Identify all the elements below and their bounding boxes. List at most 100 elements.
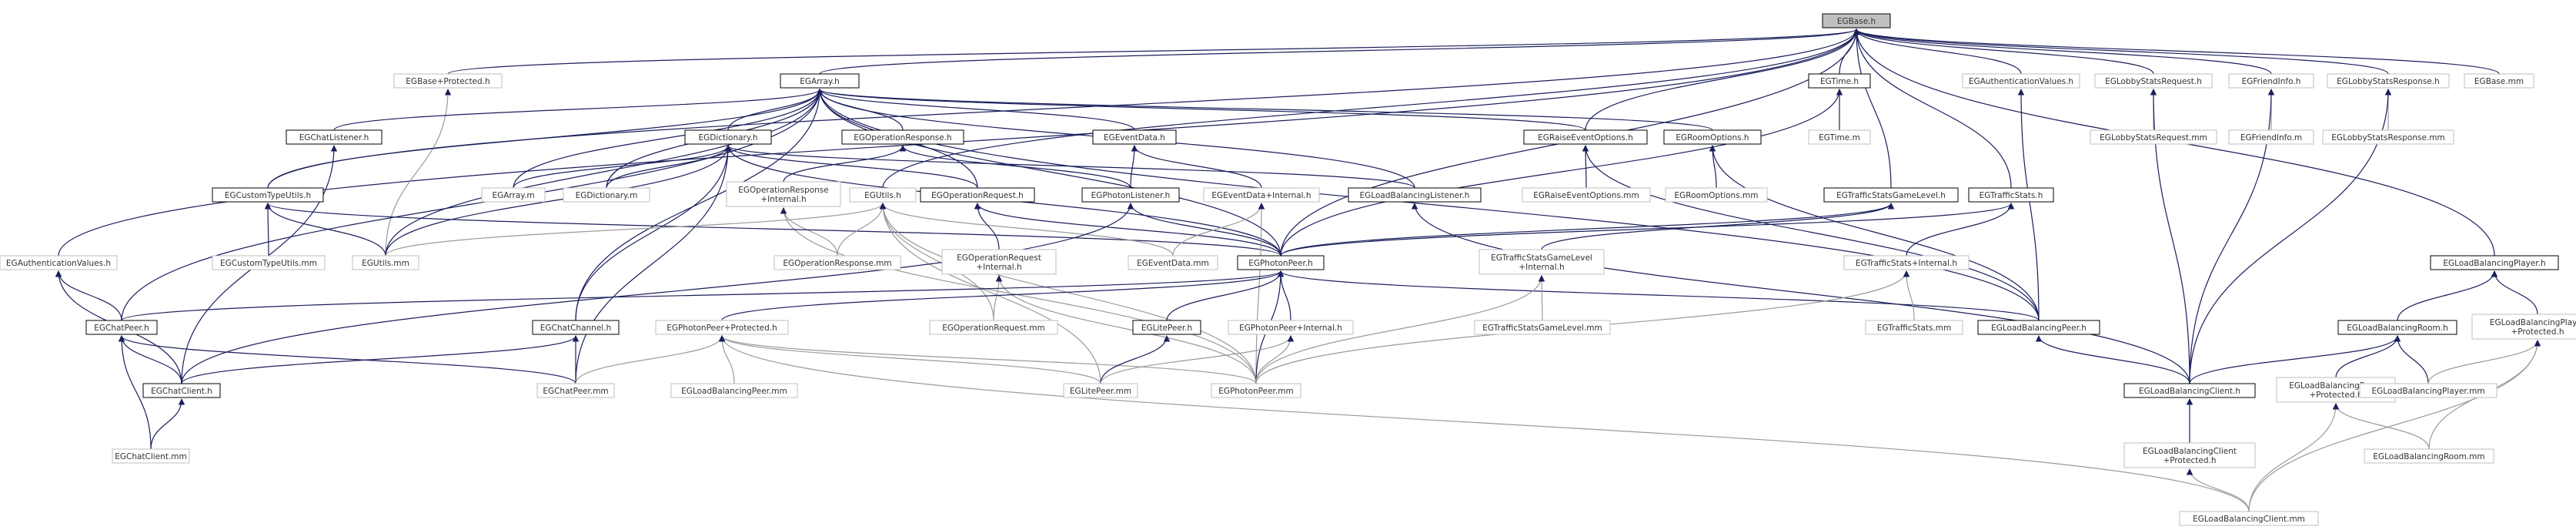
include-edge <box>1166 270 1285 321</box>
node-egoperationrequest-h[interactable]: EGOperationRequest.h <box>920 187 1035 203</box>
node-egeventdata-h[interactable]: EGEventData.h <box>1092 129 1177 145</box>
node-egutils-mm[interactable]: EGUtils.mm <box>352 255 419 270</box>
include-edge <box>2186 468 2250 512</box>
include-edge <box>725 145 1415 189</box>
node-egloadbalancingplayer-protected-h[interactable]: EGLoadBalancingPlayer+Protected.h <box>2471 314 2576 340</box>
node-egdictionary-m[interactable]: EGDictionary.m <box>563 187 650 203</box>
node-egloadbalancingpeer-mm[interactable]: EGLoadBalancingPeer.mm <box>670 383 798 398</box>
node-egarray-m[interactable]: EGArray.m <box>481 187 546 203</box>
node-egloadbalancingclient-h[interactable]: EGLoadBalancingClient.h <box>2123 383 2256 398</box>
node-label: EGLoadBalancingPeer.mm <box>681 387 787 396</box>
node-egtime-m[interactable]: EGTime.m <box>1808 129 1871 145</box>
node-egtrafficstats-mm[interactable]: EGTrafficStats.mm <box>1865 320 1963 335</box>
node-egeventdata-internal-h[interactable]: EGEventData+Internal.h <box>1203 187 1320 203</box>
node-label: EGTrafficStats.h <box>1980 191 2043 200</box>
node-egauthenticationvalues-h[interactable]: EGAuthenticationValues.h <box>1962 73 2080 89</box>
node-box <box>1808 129 1871 145</box>
node-egfriendinfo-m[interactable]: EGFriendInfo.m <box>2228 129 2314 145</box>
node-label: +Internal.h <box>760 195 806 204</box>
node-egtrafficstats-h[interactable]: EGTrafficStats.h <box>1968 187 2054 203</box>
node-egtrafficstats-internal-h[interactable]: EGTrafficStats+Internal.h <box>1843 255 1970 270</box>
include-edge <box>2397 270 2498 321</box>
node-egphotonpeer-protected-h[interactable]: EGPhotonPeer+Protected.h <box>655 320 789 335</box>
node-egraiseeventoptions-h[interactable]: EGRaiseEventOptions.h <box>1523 129 1648 145</box>
include-edge <box>264 203 386 257</box>
node-egchatclient-mm[interactable]: EGChatClient.mm <box>112 448 190 464</box>
node-egphotonpeer-mm[interactable]: EGPhotonPeer.mm <box>1211 383 1301 398</box>
node-egtrafficstatsgamelevel-internal-h[interactable]: EGTrafficStatsGameLevel+Internal.h <box>1478 249 1605 275</box>
node-label: EGLoadBalancingRoom.h <box>2347 324 2448 333</box>
node-label: EGChatClient.h <box>151 387 212 396</box>
node-egloadbalancingplayer-h[interactable]: EGLoadBalancingPlayer.h <box>2430 255 2559 270</box>
node-egoperationrequest-internal-h[interactable]: EGOperationRequest+Internal.h <box>941 249 1057 275</box>
node-egloadbalancingclient-protected-h[interactable]: EGLoadBalancingClient+Protected.h <box>2123 442 2256 468</box>
node-egroomoptions-h[interactable]: EGRoomOptions.h <box>1663 129 1762 145</box>
node-egoperationresponse-internal-h[interactable]: EGOperationResponse+Internal.h <box>726 181 841 207</box>
node-egchatchannel-h[interactable]: EGChatChannel.h <box>532 320 620 335</box>
node-label: EGFriendInfo.m <box>2240 133 2302 143</box>
node-egeventdata-mm[interactable]: EGEventData.mm <box>1128 255 1218 270</box>
node-egchatclient-h[interactable]: EGChatClient.h <box>142 383 221 398</box>
include-edge <box>118 335 576 384</box>
node-egloadbalancingroom-h[interactable]: EGLoadBalancingRoom.h <box>2337 320 2457 335</box>
node-eglobbystatsrequest-mm[interactable]: EGLobbyStatsRequest.mm <box>2090 129 2217 145</box>
node-egloadbalancingpeer-h[interactable]: EGLoadBalancingPeer.h <box>1977 320 2100 335</box>
node-box <box>1128 255 1218 270</box>
node-egutils-h[interactable]: EGUtils.h <box>849 187 917 203</box>
node-eglobbystatsrequest-h[interactable]: EGLobbyStatsRequest.h <box>2094 73 2213 89</box>
node-box <box>2471 314 2576 340</box>
node-egarray-h[interactable]: EGArray.h <box>780 73 860 89</box>
node-box <box>773 255 901 270</box>
node-egcustomtypeutils-h[interactable]: EGCustomTypeUtils.h <box>212 187 324 203</box>
node-box <box>532 320 620 335</box>
node-egphotonlistener-h[interactable]: EGPhotonListener.h <box>1081 187 1180 203</box>
node-label: EGLoadBalancingListener.h <box>1360 191 1470 200</box>
include-edge <box>1853 29 2272 75</box>
node-eglobbystatsresponse-mm[interactable]: EGLobbyStatsResponse.mm <box>2322 129 2454 145</box>
node-label: EGLobbyStatsResponse.mm <box>2331 133 2444 143</box>
node-egtrafficstatsgamelevel-h[interactable]: EGTrafficStatsGameLevel.h <box>1823 187 1959 203</box>
node-box <box>1237 255 1325 270</box>
node-egoperationrequest-mm[interactable]: EGOperationRequest.mm <box>929 320 1058 335</box>
node-egcustomtypeutils-mm[interactable]: EGCustomTypeUtils.mm <box>212 255 326 270</box>
node-egdictionary-h[interactable]: EGDictionary.h <box>684 129 772 145</box>
node-box <box>2327 73 2450 89</box>
node-eglitepeer-mm[interactable]: EGLitePeer.mm <box>1063 383 1138 398</box>
node-label: EGBase.mm <box>2474 77 2524 86</box>
node-eglitepeer-h[interactable]: EGLitePeer.h <box>1132 320 1201 335</box>
node-egloadbalancingroom-mm[interactable]: EGLoadBalancingRoom.mm <box>2364 448 2494 464</box>
node-label: EGLitePeer.mm <box>1070 387 1131 396</box>
node-eglobbystatsresponse-h[interactable]: EGLobbyStatsResponse.h <box>2327 73 2450 89</box>
include-edge <box>513 89 824 189</box>
node-egchatpeer-h[interactable]: EGChatPeer.h <box>85 320 158 335</box>
node-egbase-protected-h[interactable]: EGBase+Protected.h <box>393 73 503 89</box>
node-egloadbalancingplayer-mm[interactable]: EGLoadBalancingPlayer.mm <box>2359 383 2497 398</box>
include-edge <box>264 203 272 257</box>
node-egoperationresponse-h[interactable]: EGOperationResponse.h <box>841 129 964 145</box>
node-egauthenticationvalues-h-left[interactable]: EGAuthenticationValues.h <box>0 255 118 270</box>
node-egchatlistener-h[interactable]: EGChatListener.h <box>286 129 383 145</box>
node-egloadbalancinglistener-h[interactable]: EGLoadBalancingListener.h <box>1348 187 1482 203</box>
node-egchatpeer-mm[interactable]: EGChatPeer.mm <box>536 383 615 398</box>
node-egbase-mm[interactable]: EGBase.mm <box>2464 73 2534 89</box>
node-egtime-h[interactable]: EGTime.h <box>1808 73 1871 89</box>
node-box <box>2228 129 2314 145</box>
include-edge <box>385 145 732 257</box>
node-box <box>142 383 221 398</box>
include-edge <box>121 270 1284 321</box>
node-box <box>286 129 383 145</box>
node-egroomoptions-mm[interactable]: EGRoomOptions.mm <box>1665 187 1768 203</box>
include-edge <box>1100 335 1295 384</box>
node-egraiseeventoptions-mm[interactable]: EGRaiseEventOptions.mm <box>1522 187 1651 203</box>
include-edge <box>2248 403 2340 512</box>
node-egphotonpeer-internal-h[interactable]: EGPhotonPeer+Internal.h <box>1228 320 1354 335</box>
node-label: EGLoadBalancingClient <box>2143 447 2237 456</box>
node-egfriendinfo-h[interactable]: EGFriendInfo.h <box>2228 73 2314 89</box>
node-egoperationresponse-mm[interactable]: EGOperationResponse.mm <box>773 255 901 270</box>
node-egloadbalancingclient-mm[interactable]: EGLoadBalancingClient.mm <box>2179 511 2319 526</box>
node-label: EGTrafficStatsGameLevel.h <box>1836 191 1946 200</box>
node-egbase-h[interactable]: EGBase.h <box>1822 13 1891 29</box>
node-egphotonpeer-h[interactable]: EGPhotonPeer.h <box>1237 255 1325 270</box>
node-egtrafficstatsgamelevel-mm[interactable]: EGTrafficStatsGameLevel.mm <box>1474 320 1611 335</box>
